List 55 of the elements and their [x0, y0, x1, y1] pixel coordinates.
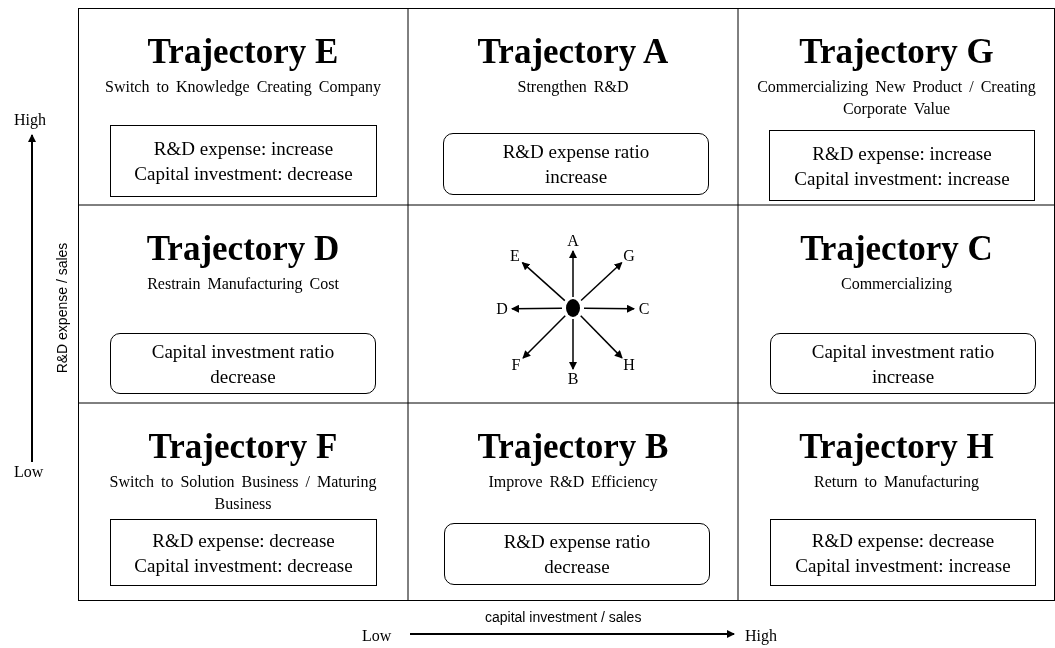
direction-letter: B: [567, 370, 579, 388]
arrow: [569, 250, 577, 298]
box-text: Capital investment: decrease: [134, 553, 353, 578]
axis-end-label: High: [745, 627, 777, 645]
box-text: R&D expense: decrease: [152, 528, 335, 553]
arrow: [579, 315, 623, 359]
box-text: R&D expense: increase: [153, 137, 334, 161]
trajectory-heading: Trajectory E: [146, 32, 340, 72]
trajectory-heading: Trajectory B: [476, 427, 670, 467]
arrow: [569, 318, 577, 370]
trajectory-subtitle: Switch to Solution Business / Maturing Business: [108, 472, 378, 514]
box-text: R&D expense: increase: [812, 141, 992, 166]
trajectory-heading: Trajectory G: [798, 32, 995, 72]
trajectory-heading: Trajectory F: [147, 427, 339, 467]
direction-letter: F: [510, 356, 522, 374]
trajectory-subtitle: Strengthen R&D: [516, 77, 630, 98]
rectangle-box: [110, 519, 377, 586]
direction-letter: H: [623, 356, 635, 374]
box-text: R&D expense: decrease: [811, 528, 995, 553]
rectangle-box: [769, 130, 1035, 201]
axis-end-label: Low: [14, 463, 44, 481]
axis-title: capital investment / sales: [485, 609, 642, 625]
trajectory-heading: Trajectory C: [799, 229, 994, 269]
trajectory-subtitle: Switch to Knowledge Creating Company: [104, 77, 382, 98]
center-dot: [566, 299, 580, 317]
direction-letter: G: [623, 247, 635, 265]
direction-letter: D: [496, 300, 508, 318]
axis-title: R&D expense / sales: [53, 242, 70, 374]
trajectory-subtitle: Commercializing New Product / Creating Corporate Value: [756, 77, 1037, 120]
rounded-box: R&D expense ratio decrease: [444, 523, 710, 585]
direction-letter: C: [638, 300, 650, 318]
arrow: [511, 304, 563, 313]
rectangle-box: [110, 125, 377, 197]
box-text: Capital investment: increase: [795, 553, 1011, 578]
rounded-box: Capital investment ratio decrease: [110, 333, 376, 394]
arrow: [580, 262, 623, 302]
trajectory-subtitle: Improve R&D Efficiency: [487, 472, 659, 493]
box-text: Capital investment: decrease: [134, 162, 353, 186]
direction-letter: E: [509, 247, 521, 265]
direction-letter: A: [567, 232, 579, 250]
rounded-box: Capital investment ratio increase: [770, 333, 1036, 394]
arrow: [521, 261, 566, 302]
trajectory-subtitle: Restrain Manufacturing Cost: [146, 274, 340, 295]
trajectory-heading: Trajectory A: [476, 32, 670, 72]
rectangle-box: [770, 519, 1036, 586]
arrow: [522, 315, 566, 359]
axis-end-label: High: [14, 111, 46, 129]
rounded-box: R&D expense ratio increase: [443, 133, 709, 195]
arrow: [583, 304, 635, 313]
trajectory-heading: Trajectory D: [145, 229, 341, 269]
trajectory-subtitle: Return to Manufacturing: [812, 472, 981, 493]
trajectory-heading: Trajectory H: [798, 427, 995, 467]
box-text: Capital investment: increase: [794, 166, 1010, 191]
trajectory-subtitle: Commercializing: [839, 274, 954, 295]
axis-end-label: Low: [362, 627, 392, 645]
